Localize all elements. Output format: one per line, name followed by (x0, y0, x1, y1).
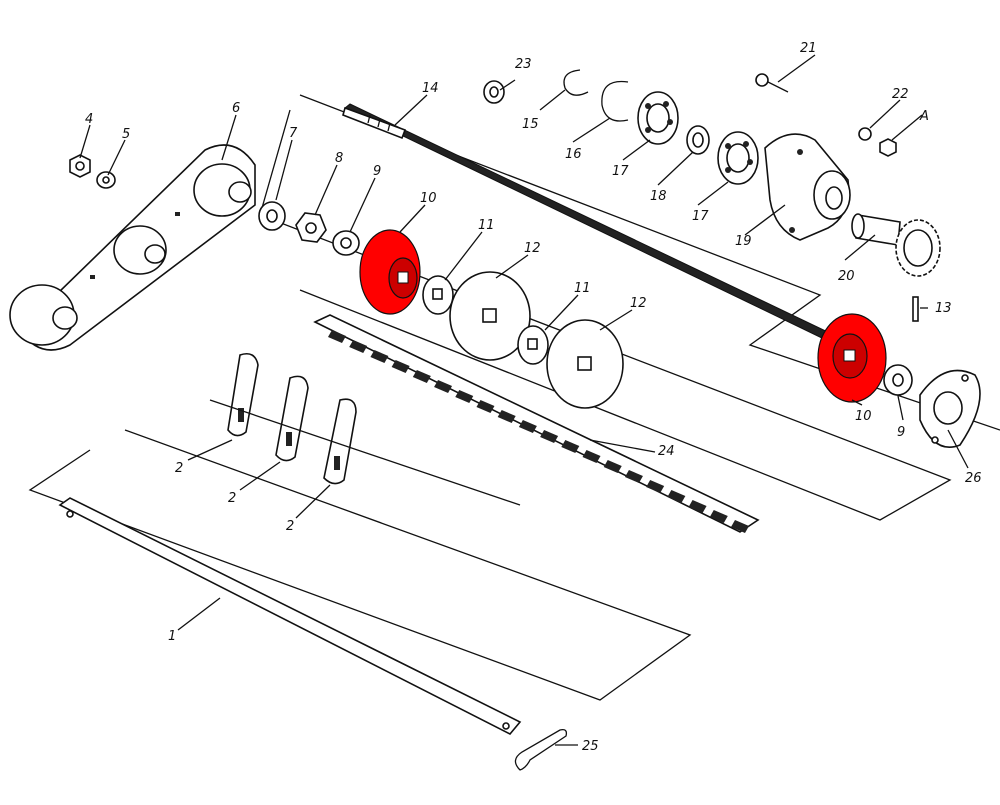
callout-17-a: 17 (612, 164, 629, 179)
spacer-part-11-b (517, 325, 549, 365)
callout-17-b: 17 (692, 209, 709, 224)
sprocket-part-10-left (359, 229, 421, 315)
callout-11-b: 11 (574, 281, 591, 296)
callout-21: 21 (800, 41, 817, 56)
callout-10-left: 10 (420, 191, 437, 206)
slat-opening (688, 500, 707, 513)
circlip-part-15 (563, 69, 589, 96)
slat-opening (518, 420, 537, 433)
bearing-part-17-b (717, 131, 759, 185)
assembly-frame-bar (28, 429, 692, 701)
washer-part-9-left (332, 230, 360, 256)
slat-opening (561, 440, 580, 453)
slat-opening (582, 450, 601, 463)
chain-case-part-6 (9, 144, 256, 351)
flange-bearing-part-26 (919, 369, 981, 448)
callout-24: 24 (658, 444, 675, 459)
slat-opening (540, 430, 559, 443)
slat-opening (667, 490, 686, 503)
washer-part-7 (258, 201, 286, 231)
callout-15: 15 (522, 117, 539, 132)
slat-opening (455, 390, 474, 403)
tine-part-2-c (323, 398, 357, 485)
slat-opening (624, 470, 643, 483)
callout-26: 26 (965, 471, 982, 486)
callout-11-a: 11 (478, 218, 495, 233)
callout-20: 20 (838, 269, 855, 284)
tine-part-2-b (275, 375, 309, 462)
washer-part-22 (858, 127, 872, 141)
callout-14: 14 (422, 81, 439, 96)
slat-opening (434, 380, 453, 393)
slat-opening (646, 480, 665, 493)
callout-5: 5 (122, 127, 130, 142)
callout-9-right: 9 (897, 425, 905, 440)
disc-part-12-a (449, 271, 531, 361)
callout-4: 4 (85, 112, 93, 127)
leader-lines (79, 54, 969, 746)
callout-12-b: 12 (630, 296, 647, 311)
washer-part-5 (96, 171, 116, 189)
spacer-part-11-a (422, 275, 454, 315)
slat-opening (731, 520, 749, 533)
callout-19: 19 (735, 234, 752, 249)
slat-strip-part-24 (313, 314, 760, 533)
callout-2-b: 2 (228, 491, 236, 506)
callout-13: 13 (935, 301, 952, 316)
washer-part-9-right (883, 364, 913, 396)
nut-part-8 (295, 212, 327, 243)
drive-sprocket-part-20 (851, 213, 941, 277)
slat-opening (349, 340, 368, 353)
slat-opening (328, 330, 346, 343)
slat-opening (476, 400, 495, 413)
callout-2-a: 2 (175, 461, 183, 476)
callout-2-c: 2 (286, 519, 294, 534)
callout-22: 22 (892, 87, 909, 102)
callout-12-a: 12 (524, 241, 541, 256)
slat-opening (370, 350, 389, 363)
callout-6: 6 (232, 101, 240, 116)
slat-opening (603, 460, 622, 473)
cotter-pin-part-25 (514, 728, 568, 771)
callout-9-left: 9 (373, 164, 381, 179)
tine-part-2-a (227, 352, 259, 437)
spacer-ring-part-18 (686, 125, 710, 155)
bearing-housing-part-19 (764, 133, 851, 241)
callout-25: 25 (582, 739, 599, 754)
callout-16: 16 (565, 147, 582, 162)
assembly-frame-lower (259, 109, 952, 521)
callout-A: A (919, 109, 929, 124)
callout-8: 8 (335, 151, 343, 166)
tine-axis-line (209, 399, 521, 506)
sprocket-part-10-right (817, 313, 887, 403)
pin-part-13 (912, 296, 919, 322)
callout-23: 23 (515, 57, 532, 72)
callout-7: 7 (289, 126, 298, 141)
shaft-part-14 (342, 103, 833, 341)
slat-opening (412, 370, 431, 383)
nut-part-4 (69, 154, 91, 178)
flat-bar-part-1 (58, 497, 522, 736)
washer-part-23 (483, 80, 505, 104)
callout-10-right: 10 (855, 409, 872, 424)
slat-opening (391, 360, 410, 373)
slat-opening (497, 410, 516, 423)
callout-1: 1 (168, 629, 176, 644)
bearing-part-17-a (637, 91, 679, 145)
retaining-ring-part-16 (601, 80, 629, 122)
slat-opening (709, 510, 728, 523)
disc-part-12-b (546, 319, 624, 409)
nut-part-A (879, 138, 897, 157)
callout-18: 18 (650, 189, 667, 204)
bolt-part-21 (755, 73, 789, 93)
